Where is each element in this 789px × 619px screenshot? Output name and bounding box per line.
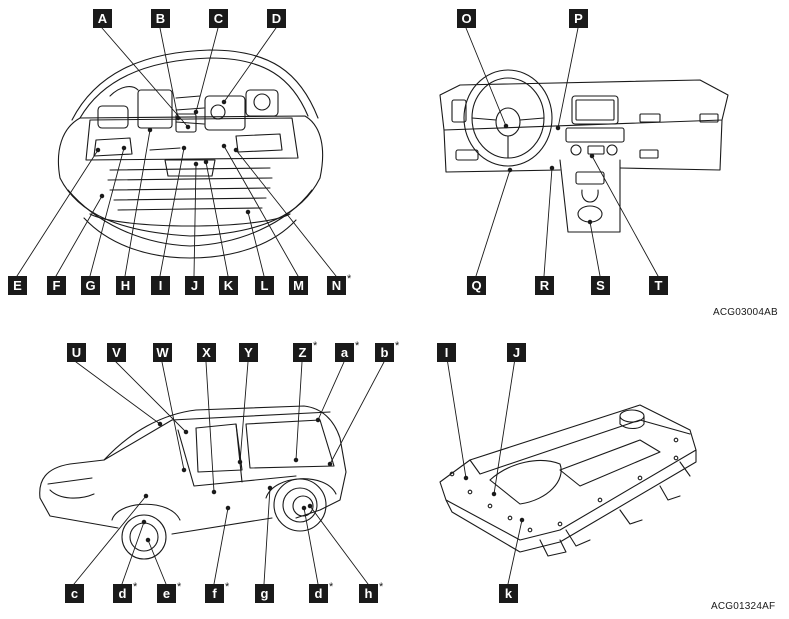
callout-K: K xyxy=(219,276,238,295)
callout-I-battery: I xyxy=(437,343,456,362)
callout-L: L xyxy=(255,276,274,295)
callout-V: V xyxy=(107,343,126,362)
callout-a: a xyxy=(335,343,354,362)
callout-A: A xyxy=(93,9,112,28)
leader-lines xyxy=(16,27,659,585)
battery-pack-illustration xyxy=(439,404,697,557)
callout-F: F xyxy=(47,276,66,295)
callout-H: H xyxy=(116,276,135,295)
callout-d-rear: d xyxy=(309,584,328,603)
callout-e: e xyxy=(157,584,176,603)
callout-I-engine: I xyxy=(151,276,170,295)
callout-M: M xyxy=(289,276,308,295)
callout-E: E xyxy=(8,276,27,295)
figure-code-bottom: ACG01324AF xyxy=(711,601,776,612)
asterisk-N: * xyxy=(347,273,352,285)
dashboard-illustration xyxy=(439,69,729,233)
callout-Y: Y xyxy=(239,343,258,362)
callout-G: G xyxy=(81,276,100,295)
callout-B: B xyxy=(151,9,170,28)
callout-b: b xyxy=(375,343,394,362)
asterisk-e: * xyxy=(177,581,182,593)
vehicle-exterior-illustration xyxy=(39,405,347,560)
asterisk-f: * xyxy=(225,581,230,593)
callout-T: T xyxy=(649,276,668,295)
asterisk-d-front: * xyxy=(133,581,138,593)
asterisk-Z: * xyxy=(313,340,318,352)
callout-U: U xyxy=(67,343,86,362)
callout-k: k xyxy=(499,584,518,603)
callout-C: C xyxy=(209,9,228,28)
callout-g: g xyxy=(255,584,274,603)
callout-D: D xyxy=(267,9,286,28)
callout-S: S xyxy=(591,276,610,295)
callout-P: P xyxy=(569,9,588,28)
callout-X: X xyxy=(197,343,216,362)
callout-J-battery: J xyxy=(507,343,526,362)
callout-Z: Z xyxy=(293,343,312,362)
callout-Q: Q xyxy=(467,276,486,295)
callout-h: h xyxy=(359,584,378,603)
engine-compartment-illustration xyxy=(57,49,324,259)
callout-N: N xyxy=(327,276,346,295)
callout-d-front: d xyxy=(113,584,132,603)
callout-c: c xyxy=(65,584,84,603)
asterisk-b: * xyxy=(395,340,400,352)
callout-J-engine: J xyxy=(185,276,204,295)
asterisk-h: * xyxy=(379,581,384,593)
asterisk-d-rear: * xyxy=(329,581,334,593)
callout-O: O xyxy=(457,9,476,28)
asterisk-a: * xyxy=(355,340,360,352)
callout-f: f xyxy=(205,584,224,603)
callout-R: R xyxy=(535,276,554,295)
callout-W: W xyxy=(153,343,172,362)
figure-code-top: ACG03004AB xyxy=(713,307,778,318)
